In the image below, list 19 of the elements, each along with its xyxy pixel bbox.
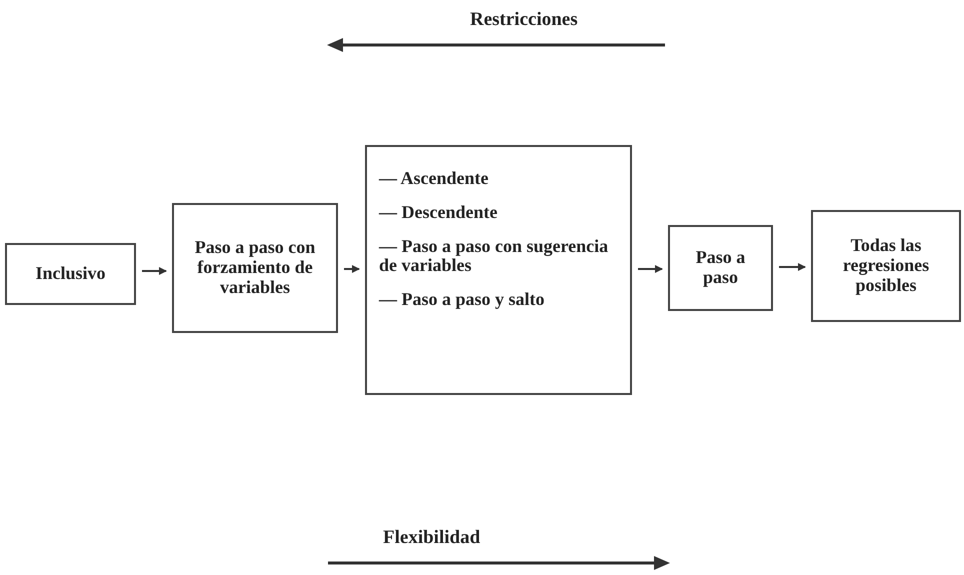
axis-label: Restricciones [470,8,578,32]
box-text: Inclusivo [35,264,106,284]
list-item: — Paso a paso y salto [379,290,546,310]
process-box [172,203,338,333]
list-item: — Ascendente [379,169,490,189]
box-text: Todas las regresiones posibles [842,236,930,296]
process-box [811,210,961,322]
list-item: — Descendente [379,202,498,223]
arrow [344,265,360,273]
arrow [142,267,167,275]
arrow [638,265,663,273]
list-item: — Paso a paso con sugerencia de variables [379,236,610,276]
process-box [668,225,773,311]
box-text: Paso a paso con forzamiento de variables [194,238,316,298]
box-text: Paso a paso [694,248,746,288]
axis-label: Flexibilidad [383,526,480,550]
process-box [5,243,136,305]
arrow [779,263,806,271]
process-box [365,145,632,395]
